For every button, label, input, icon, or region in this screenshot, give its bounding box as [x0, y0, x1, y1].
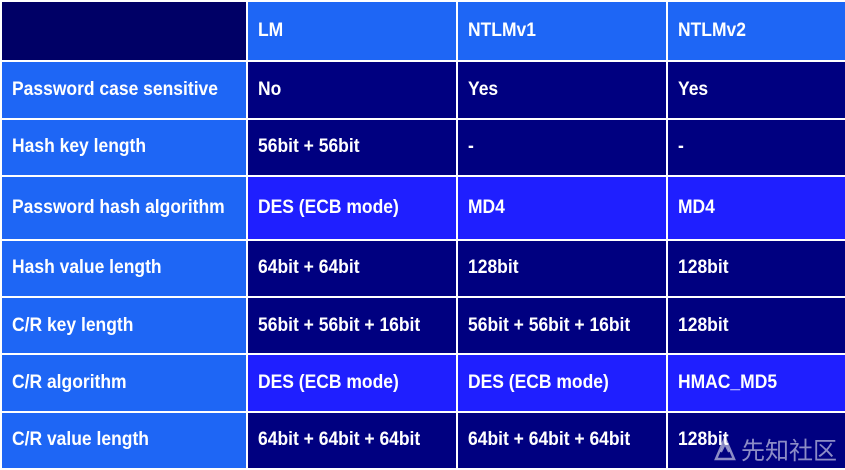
table-cell: DES (ECB mode): [246, 353, 458, 413]
table-row: Hash key length 56bit + 56bit - -: [0, 117, 845, 178]
table-cell: Yes: [666, 60, 845, 120]
table-cell: 128bit: [666, 410, 845, 470]
table-cell: DES (ECB mode): [456, 353, 668, 413]
table-cell: 128bit: [666, 238, 845, 298]
table-cell: 56bit + 56bit: [246, 117, 458, 178]
table-header-row: LM NTLMv1 NTLMv2: [0, 0, 845, 63]
table-cell: MD4: [666, 175, 845, 241]
table-cell: -: [666, 117, 845, 178]
header-cell-ntlmv1: NTLMv1: [456, 0, 668, 63]
table-row: Password case sensitive No Yes Yes: [0, 60, 845, 120]
table-cell: HMAC_MD5: [666, 353, 845, 413]
table-cell: Yes: [456, 60, 668, 120]
header-cell-lm: LM: [246, 0, 458, 63]
table-row: C/R value length 64bit + 64bit + 64bit 6…: [0, 410, 845, 470]
row-label-cell: Password hash algorithm: [0, 175, 248, 241]
table-cell: 56bit + 56bit + 16bit: [456, 295, 668, 356]
table-cell: 128bit: [456, 238, 668, 298]
table-row: C/R key length 56bit + 56bit + 16bit 56b…: [0, 295, 845, 356]
header-corner-cell: [0, 0, 248, 63]
table-cell: DES (ECB mode): [246, 175, 458, 241]
row-label-cell: C/R value length: [0, 410, 248, 470]
table-cell: -: [456, 117, 668, 178]
table-row: Hash value length 64bit + 64bit 128bit 1…: [0, 238, 845, 298]
table-cell: 64bit + 64bit: [246, 238, 458, 298]
table-cell: MD4: [456, 175, 668, 241]
table-cell: 64bit + 64bit + 64bit: [456, 410, 668, 470]
table-cell: 128bit: [666, 295, 845, 356]
table-cell: No: [246, 60, 458, 120]
table-cell: 56bit + 56bit + 16bit: [246, 295, 458, 356]
row-label-cell: Hash value length: [0, 238, 248, 298]
table-row: Password hash algorithm DES (ECB mode) M…: [0, 175, 845, 241]
row-label-cell: Hash key length: [0, 117, 248, 178]
table-cell: 64bit + 64bit + 64bit: [246, 410, 458, 470]
row-label-cell: Password case sensitive: [0, 60, 248, 120]
header-cell-ntlmv2: NTLMv2: [666, 0, 845, 63]
row-label-cell: C/R algorithm: [0, 353, 248, 413]
table-row: C/R algorithm DES (ECB mode) DES (ECB mo…: [0, 353, 845, 413]
row-label-cell: C/R key length: [0, 295, 248, 356]
